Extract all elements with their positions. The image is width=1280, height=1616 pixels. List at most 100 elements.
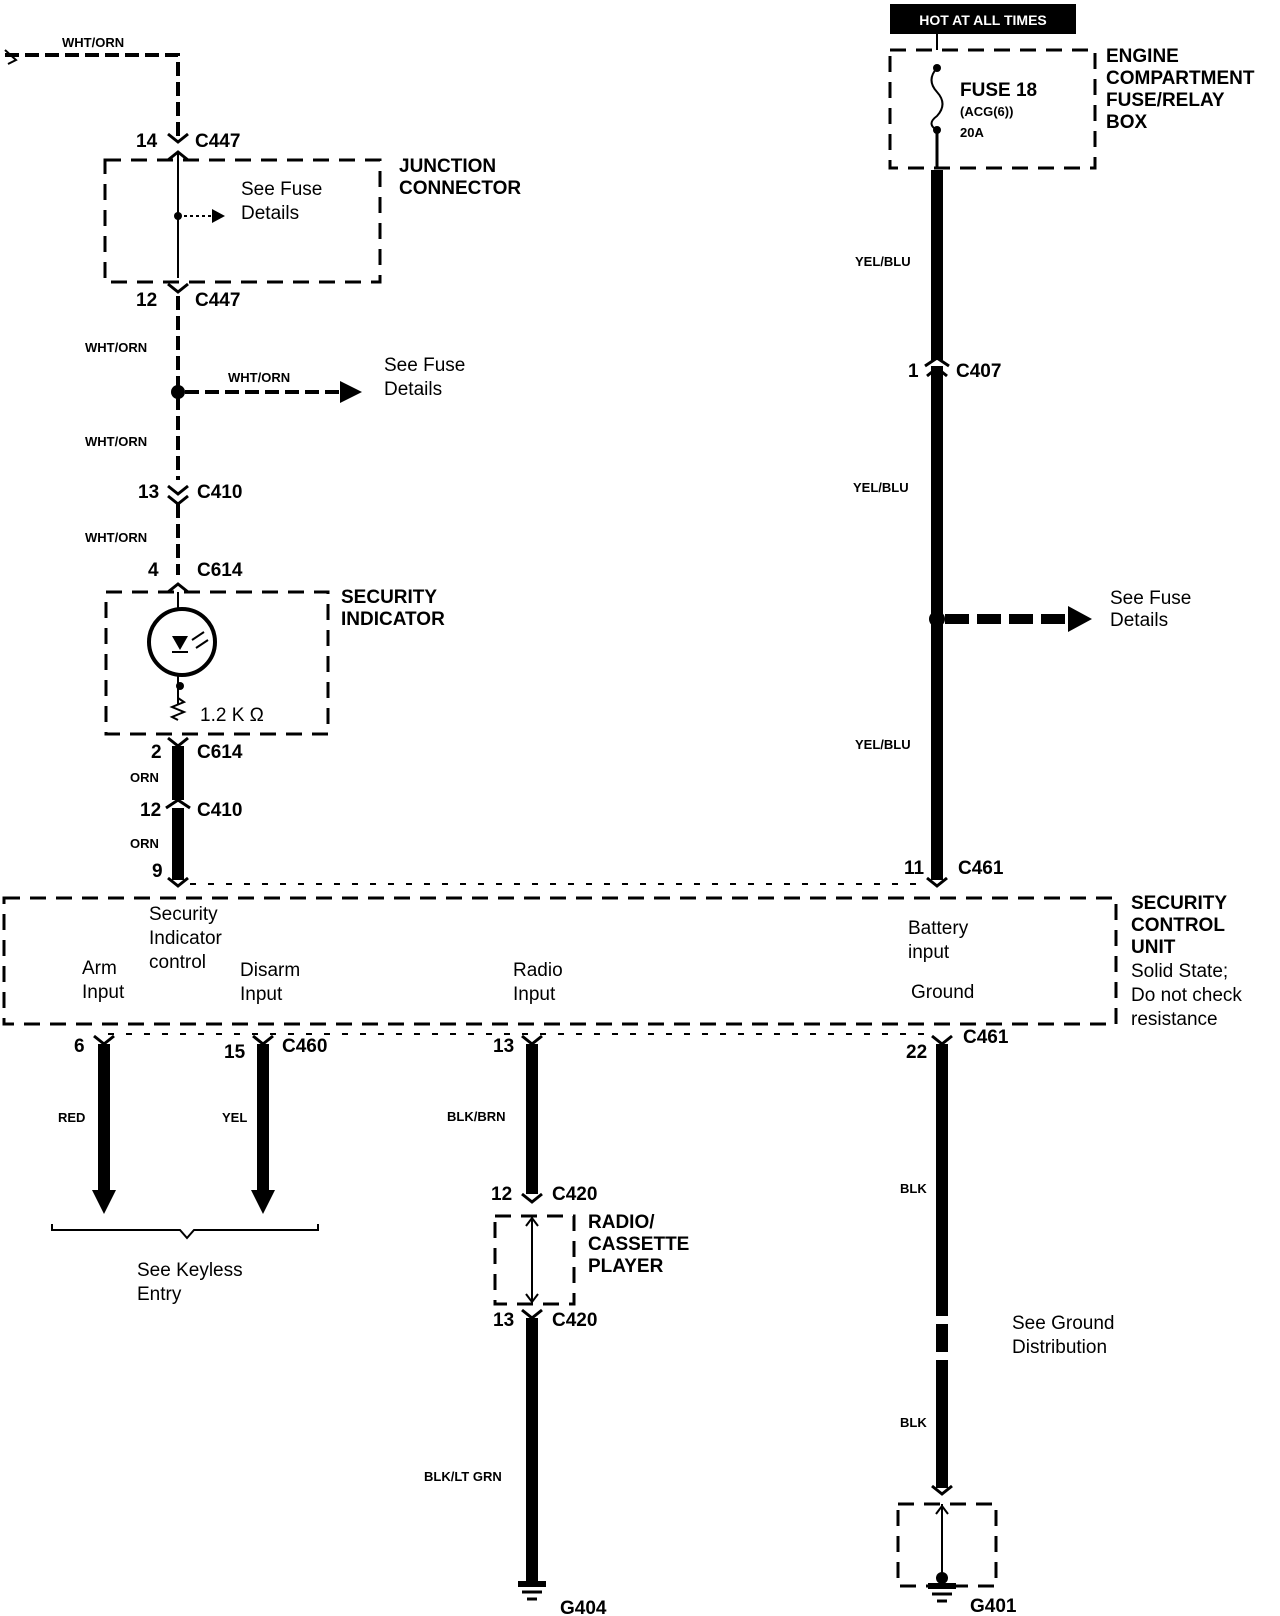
fuse-name: FUSE 18 — [960, 80, 1037, 101]
pin-number: 12 — [140, 800, 161, 821]
wire-label: BLK/BRN — [447, 1109, 506, 1124]
fuse-circuit: (ACG(6)) — [960, 104, 1013, 119]
pin-number: 4 — [148, 560, 159, 581]
svg-text:input: input — [908, 942, 950, 963]
connector-label: C461 — [958, 858, 1004, 879]
fuse-box-label: ENGINE — [1106, 46, 1179, 67]
connector-label: C410 — [197, 800, 242, 821]
svg-text:Input: Input — [240, 984, 283, 1005]
svg-text:Distribution[interactable]: Distribution — [1012, 1337, 1107, 1358]
wire-label: WHT/ORN — [62, 35, 124, 50]
resistor-icon — [169, 697, 187, 721]
resistor-value: 1.2 K Ω — [200, 705, 264, 726]
wire-label: RED — [58, 1110, 85, 1125]
arrow-right-icon — [1068, 606, 1092, 632]
led-icon — [147, 607, 217, 677]
ground-g401-box — [896, 1502, 998, 1588]
connector-label: C614 — [197, 560, 243, 581]
wire-label: BLK — [900, 1415, 927, 1430]
wire-label: YEL/BLU — [855, 254, 911, 269]
pin-number: 13 — [493, 1310, 514, 1331]
see-fuse-details-1[interactable]: See Fuse — [241, 179, 322, 200]
junction-connector-label: JUNCTION — [399, 156, 496, 177]
arrow-down-icon — [92, 1190, 116, 1214]
svg-text:BOX: BOX — [1106, 112, 1148, 133]
wire-label: WHT/ORN — [228, 370, 290, 385]
pin-number: 22 — [906, 1042, 927, 1063]
connector-label: C461 — [963, 1027, 1009, 1048]
fuse-rating: 20A — [960, 125, 984, 140]
svg-text:Entry[interactable]: Entry — [137, 1284, 182, 1305]
pin-number: 13 — [493, 1036, 514, 1057]
wire-label: BLK — [900, 1181, 927, 1196]
see-fuse-details-2[interactable]: See Fuse — [384, 355, 465, 376]
connector-label: C407 — [956, 361, 1001, 382]
splice-dot — [929, 611, 945, 627]
hot-at-all-times-label: HOT AT ALL TIMES — [919, 12, 1047, 28]
svg-text:COMPARTMENT: COMPARTMENT — [1106, 68, 1255, 89]
svg-text:PLAYER: PLAYER — [588, 1256, 664, 1277]
svg-text:Input: Input — [82, 982, 125, 1003]
see-ground-distribution[interactable]: See Ground — [1012, 1313, 1114, 1334]
svg-text:CASSETTE: CASSETTE — [588, 1234, 689, 1255]
wire-label: WHT/ORN — [85, 434, 147, 449]
wire-label: YEL/BLU — [855, 737, 911, 752]
svg-text:Details[interactable]: Details — [241, 203, 299, 224]
wire-label: ORN — [130, 770, 159, 785]
wire-wht-orn-top — [5, 53, 180, 138]
arrow-right-icon — [340, 381, 362, 403]
scu-arm-input: Arm — [82, 958, 117, 979]
ground-label: G404 — [560, 1598, 607, 1616]
connector-label: C420 — [552, 1184, 597, 1205]
security-indicator-box — [104, 590, 330, 736]
pin-number: 13 — [138, 482, 159, 503]
connector-label: C410 — [197, 482, 242, 503]
arrow-right-icon — [212, 209, 225, 223]
connector-label: C420 — [552, 1310, 597, 1331]
scu-title: SECURITY — [1131, 893, 1227, 914]
pin-number: 14 — [136, 131, 158, 152]
svg-text:Do not check: Do not check — [1131, 985, 1242, 1006]
arrow-down-icon — [251, 1190, 275, 1214]
svg-text:FUSE/RELAY: FUSE/RELAY — [1106, 90, 1225, 111]
svg-text:CONTROL: CONTROL — [1131, 915, 1225, 936]
scu-ground: Ground — [911, 982, 974, 1003]
connector-label: C447 — [195, 290, 240, 311]
junction-connector-box — [103, 158, 382, 284]
scu-disarm-input: Disarm — [240, 960, 300, 981]
see-fuse-details-3[interactable]: See Fuse — [1110, 588, 1191, 609]
wire-label: WHT/ORN — [85, 530, 147, 545]
wire-label: WHT/ORN — [85, 340, 147, 355]
scu-radio-input: Radio — [513, 960, 563, 981]
pin-number: 11 — [904, 858, 925, 879]
svg-text:Details[interactable]: Details — [1110, 610, 1168, 631]
see-keyless-entry[interactable]: See Keyless — [137, 1260, 243, 1281]
radio-cassette-player-label: RADIO/ — [588, 1212, 655, 1233]
svg-text:INDICATOR: INDICATOR — [341, 609, 445, 630]
connector-label: C447 — [195, 131, 240, 152]
wire-label: YEL — [222, 1110, 247, 1125]
pin-number: 12 — [491, 1184, 512, 1205]
pin-number: 6 — [74, 1036, 85, 1057]
connector-label: C460 — [282, 1036, 327, 1057]
svg-text:Input: Input — [513, 984, 556, 1005]
scu-battery-input: Battery — [908, 918, 969, 939]
pin-number: 9 — [152, 861, 163, 882]
pin-number: 2 — [151, 742, 162, 763]
pin-number: 1 — [908, 361, 919, 382]
scu-note: Solid State; — [1131, 961, 1228, 982]
svg-text:CONNECTOR: CONNECTOR — [399, 178, 521, 199]
pin-number: 12 — [136, 290, 157, 311]
wire-label: YEL/BLU — [853, 480, 909, 495]
svg-text:Details[interactable]: Details — [384, 379, 442, 400]
ground-label: G401 — [970, 1596, 1017, 1616]
svg-text:UNIT: UNIT — [1131, 937, 1176, 958]
security-control-unit-box — [2, 896, 1118, 1026]
splice-dot — [171, 385, 185, 399]
wire-label: BLK/LT GRN — [424, 1469, 502, 1484]
security-indicator-label: SECURITY — [341, 587, 437, 608]
fuse-icon — [930, 67, 944, 131]
hot-at-all-times-badge — [890, 4, 1076, 34]
pin-number: 15 — [224, 1042, 246, 1063]
